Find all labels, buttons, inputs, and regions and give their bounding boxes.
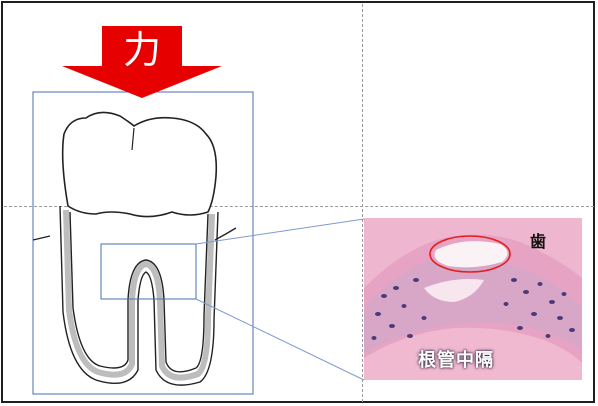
connector-line-top: [196, 219, 364, 244]
force-label: 力: [118, 27, 166, 73]
tooth-label: 歯: [530, 228, 546, 252]
tooth-crown: [63, 112, 217, 216]
focus-box: [101, 244, 196, 299]
gum-line-left: [33, 236, 50, 240]
root-septum-label: 根管中隔: [418, 346, 494, 372]
connector-line-bottom: [196, 299, 364, 380]
